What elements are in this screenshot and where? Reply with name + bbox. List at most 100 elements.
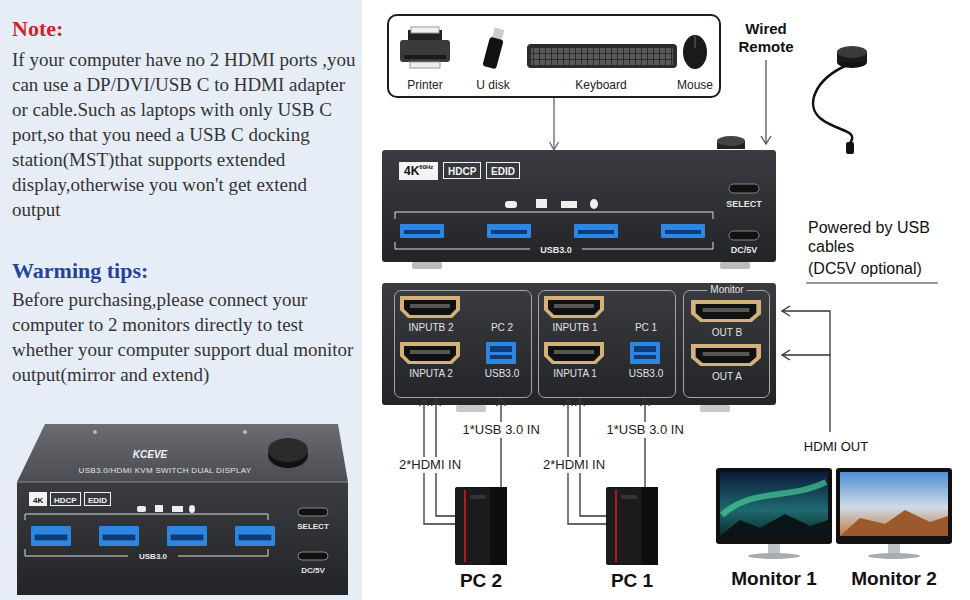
- product-print: USB3.0/HDMI KVM SWITCH DUAL DISPLAY: [79, 466, 252, 475]
- peripheral-icons: [400, 27, 707, 69]
- port-label: USB3.0: [485, 368, 519, 379]
- kvm-back-illustration: [630, 342, 660, 364]
- kvm-front-illustration: [729, 231, 759, 240]
- product-photo: [93, 430, 97, 434]
- kvm-back-illustration: [544, 296, 604, 318]
- kvm-front-illustration: [412, 262, 442, 269]
- cable-line: [553, 98, 554, 150]
- cable-line: [644, 398, 645, 487]
- cable-label: 2*HDMI IN: [540, 457, 608, 473]
- left-panel-ground: [0, 0, 362, 600]
- monitors: [768, 544, 780, 554]
- badge-text: HDCP: [54, 496, 77, 505]
- badge-text: EDID: [88, 496, 107, 505]
- brand-logo: KCEVE: [133, 449, 167, 460]
- kvm-front-illustration: [590, 199, 598, 209]
- kvm-front-illustration: [536, 199, 547, 208]
- kvm-back-illustration: [400, 296, 460, 318]
- pc-towers: [464, 490, 466, 562]
- device-label: Keyboard: [575, 78, 626, 92]
- monitors: [888, 544, 900, 554]
- wired-remote: [761, 136, 771, 144]
- kvm-front-illustration: [382, 150, 776, 262]
- peripheral-icons: [695, 36, 696, 48]
- hdmi-out-leader: [782, 283, 938, 432]
- cable-label: 1*USB 3.0 IN: [460, 422, 543, 438]
- port-label: PC 2: [491, 322, 513, 333]
- peripheral-icons: [400, 40, 450, 62]
- panel-label: SELECT: [297, 522, 329, 531]
- note-heading: Note:: [12, 16, 63, 42]
- kvm-back-illustration: [382, 283, 776, 405]
- arrow-head: [641, 398, 650, 406]
- kvm-back-illustration: [691, 300, 761, 322]
- product-photo: [31, 526, 71, 546]
- panel-label: USB3.0: [540, 245, 572, 255]
- spec-badge: EDID: [84, 492, 111, 506]
- kvm-front-illustration: [729, 184, 759, 193]
- pc-towers: [621, 495, 637, 499]
- pc-towers: [615, 490, 617, 562]
- kvm-front-illustration: [382, 136, 776, 269]
- port-label: INPUTA 1: [553, 368, 597, 379]
- peripheral-icons: [482, 27, 506, 69]
- pc-tower: PC 2: [455, 487, 507, 565]
- cable-label: 2*HDMI IN: [396, 457, 464, 473]
- spec-badge: HDCP: [443, 162, 481, 179]
- peripheral-icons: [404, 55, 446, 59]
- product-photo: [298, 508, 328, 516]
- kvm-back-illustration: [382, 283, 776, 412]
- cable-line: [500, 398, 501, 487]
- power-note: (DC5V optional): [808, 259, 922, 278]
- port-label: OUT A: [712, 371, 742, 382]
- monitors: [868, 553, 920, 559]
- kvm-back-illustration: [691, 344, 761, 366]
- product-photo: [172, 506, 183, 512]
- peripheral-icons: [410, 62, 440, 68]
- cable-label: 1*USB 3.0 IN: [604, 422, 687, 438]
- pc-towers: [490, 487, 507, 565]
- product-photo: [17, 482, 348, 595]
- kvm-front-panel: SELECTDC/5VUSB3.04K60HzHDCPEDID: [382, 150, 776, 262]
- port-label: Monitor: [707, 284, 746, 295]
- remote-label: Wired Remote: [731, 20, 801, 56]
- spec-badge: HDCP: [50, 492, 81, 506]
- kvm-front-illustration: [717, 136, 745, 146]
- product-photo: [298, 552, 328, 560]
- kvm-front-illustration: [487, 224, 531, 238]
- photo-front-panel: SELECTDC/5VUSB3.04KHDCPEDID: [17, 482, 348, 595]
- kvm-front-illustration: [574, 224, 618, 238]
- monitors: [722, 482, 826, 515]
- spec-badge: 4K: [29, 492, 47, 506]
- pc-towers: [606, 487, 658, 565]
- port-label: OUT B: [712, 327, 742, 338]
- peripheral-icons: [531, 47, 673, 65]
- arrow-head: [497, 398, 506, 406]
- usb-cable: [641, 398, 650, 487]
- monitor-caption: Monitor 1: [731, 568, 817, 590]
- kvm-back-illustration: [700, 405, 730, 412]
- kvm-back-illustration: [486, 342, 516, 364]
- arrow-head: [564, 398, 573, 406]
- monitors: [836, 468, 952, 544]
- product-photo: [99, 526, 139, 546]
- product-photo: [25, 514, 268, 520]
- panel-label: DC/5V: [731, 245, 758, 255]
- spec-badge: 4K60Hz: [399, 162, 438, 180]
- monitor-caption: Monitor 2: [851, 568, 937, 590]
- port-label: INPUTA 2: [409, 368, 453, 379]
- device-label: Mouse: [677, 78, 713, 92]
- product-photo: [189, 505, 195, 513]
- port-label: INPUTB 2: [408, 322, 453, 333]
- badge-text: 4K: [404, 164, 419, 178]
- kvm-front-illustration: [395, 212, 713, 219]
- kvm-front-illustration: [661, 224, 705, 238]
- monitors: [716, 468, 952, 559]
- monitors: [840, 510, 948, 536]
- left-panel-ground: [0, 0, 362, 600]
- wired-remote: [837, 46, 867, 58]
- pc-caption: PC 2: [460, 570, 502, 592]
- product-photo: [17, 424, 348, 595]
